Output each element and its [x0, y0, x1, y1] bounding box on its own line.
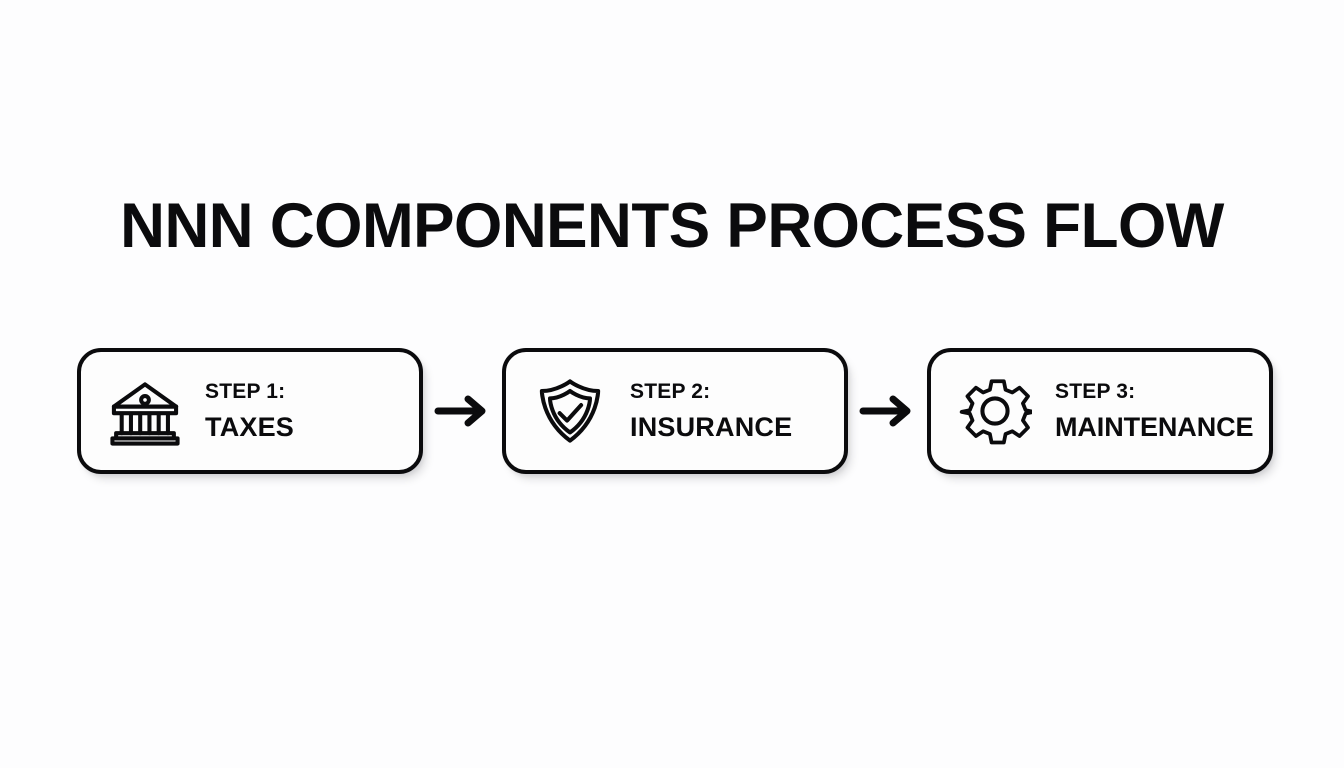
- step-kicker-3: STEP 3:: [1055, 380, 1136, 403]
- process-flow-row: STEP 1: TAXES: [77, 348, 1273, 474]
- step-label-3: MAINTENANCE: [1055, 412, 1254, 442]
- step-kicker-1: STEP 1:: [205, 380, 286, 403]
- bank-icon: [107, 373, 183, 449]
- step-text-3: STEP 3: MAINTENANCE: [1055, 380, 1254, 442]
- step-card-3[interactable]: STEP 3: MAINTENANCE: [927, 348, 1273, 474]
- step-label-1: TAXES: [205, 412, 295, 442]
- arrow-right-icon-2: [857, 391, 919, 431]
- step-card-1[interactable]: STEP 1: TAXES: [77, 348, 423, 474]
- step-text-1: STEP 1: TAXES: [205, 381, 294, 441]
- step-card-2[interactable]: STEP 2: INSURANCE: [502, 348, 848, 474]
- arrow-right-icon-1: [432, 391, 494, 431]
- step-label-2: INSURANCE: [630, 412, 793, 442]
- shield-check-icon: [532, 373, 608, 449]
- gear-icon: [957, 373, 1033, 449]
- step-text-2: STEP 2: INSURANCE: [630, 381, 792, 441]
- page-title: NNN COMPONENTS PROCESS FLOW: [120, 191, 1224, 261]
- step-kicker-2: STEP 2:: [630, 380, 711, 403]
